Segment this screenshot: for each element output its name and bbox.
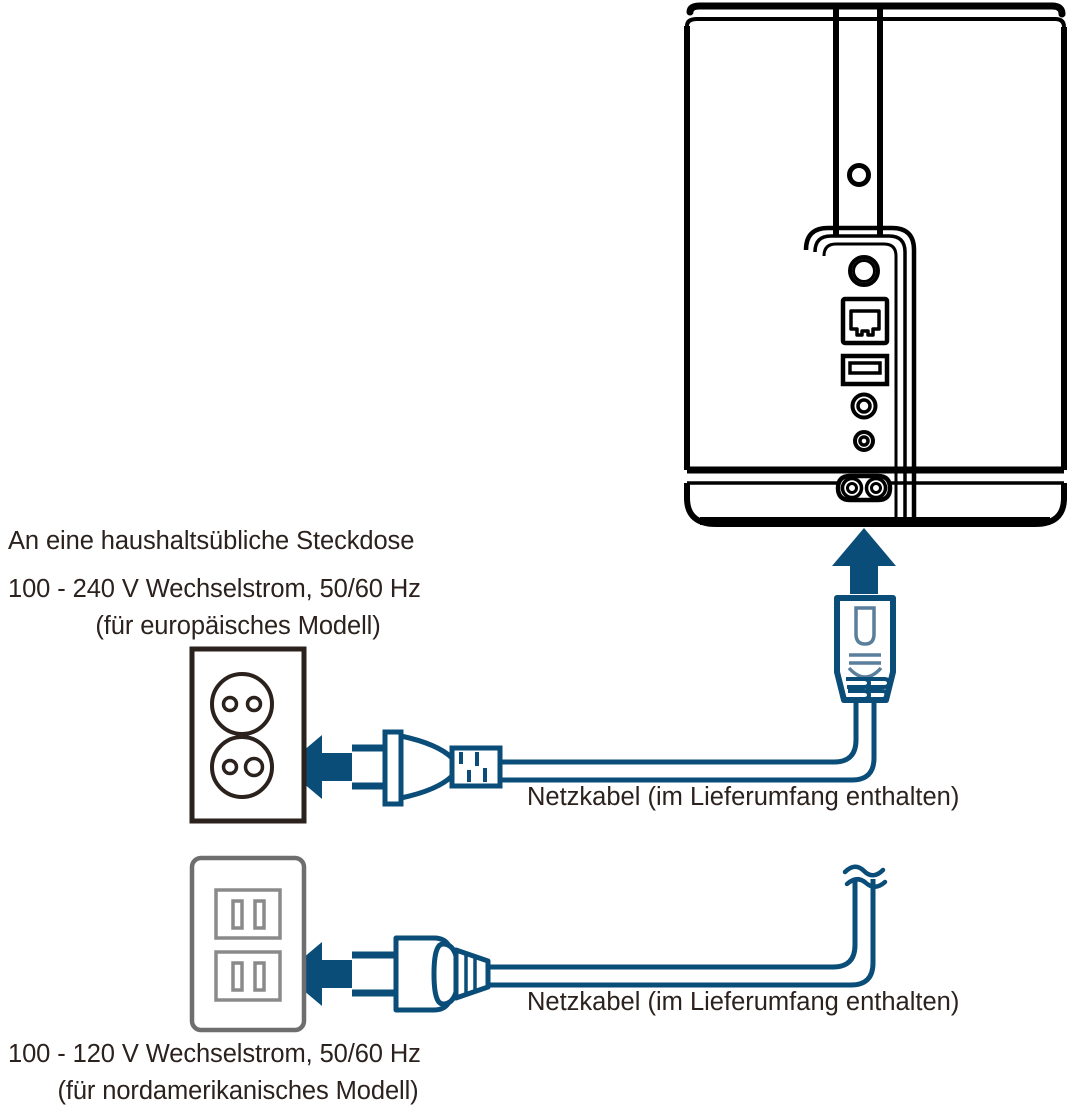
reset-screw-icon (847, 163, 871, 187)
device-center-strip (833, 6, 883, 235)
na-socket-lower (214, 950, 282, 1002)
c7-connector-icon (834, 595, 896, 703)
cord-bottom-wire (470, 864, 888, 988)
na-outlet (189, 855, 307, 1033)
eu-model-label: (für europäisches Modell) (95, 612, 380, 640)
jack-large-icon (850, 392, 878, 420)
arrow-to-device (832, 528, 896, 594)
power-cord-top-label: Netzkabel (im Lieferumfang enthalten) (527, 783, 959, 811)
outlet-heading-label: An eine haushaltsübliche Steckdose (8, 527, 414, 555)
eu-outlet (189, 646, 307, 824)
na-model-label: (für nordamerikanisches Modell) (57, 1077, 418, 1105)
device-illustration (684, 2, 1067, 527)
eu-plug-icon (352, 729, 503, 807)
power-cord-bottom (352, 864, 888, 1013)
cord-top-wire (470, 700, 877, 783)
na-voltage-label: 100 - 120 V Wechselstrom, 50/60 Hz (8, 1040, 421, 1068)
eu-voltage-label: 100 - 240 V Wechselstrom, 50/60 Hz (8, 575, 421, 603)
top-screw-icon (848, 255, 880, 287)
device-port-bezel (803, 225, 917, 524)
power-inlet-icon (835, 473, 893, 503)
arrow-to-na-outlet (284, 942, 352, 1006)
power-cord-top (352, 595, 896, 807)
power-cord-bottom-label: Netzkabel (im Lieferumfang enthalten) (527, 988, 959, 1016)
arrow-to-eu-outlet (284, 735, 352, 799)
na-socket-upper (214, 888, 282, 940)
eu-socket-lower (210, 735, 274, 799)
device-ports (835, 255, 893, 503)
na-plug-icon (352, 935, 491, 1013)
lan-port-icon (840, 296, 890, 346)
usb-port-icon (840, 353, 890, 387)
eu-socket-upper (210, 672, 274, 736)
jack-small-icon (853, 430, 875, 452)
